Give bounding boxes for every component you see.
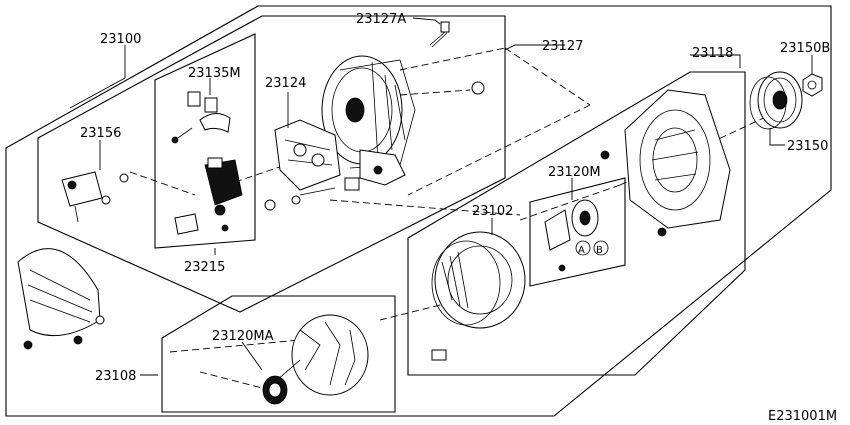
- leader-line: [69, 45, 126, 109]
- pulley-nut-drawing: [802, 73, 823, 97]
- rear-housing-drawing: [321, 55, 416, 186]
- axis-line: [129, 171, 196, 196]
- diagram-code: E231001M: [768, 409, 837, 424]
- label-23215: 23215: [184, 260, 225, 275]
- front-assembly-box: [407, 71, 746, 376]
- bearing-circle-a-label: A: [578, 245, 585, 256]
- label-23135m: 23135M: [188, 66, 241, 81]
- collar-drawing: [344, 177, 360, 191]
- regulator-box: [154, 33, 256, 249]
- axis-line: [199, 371, 271, 391]
- axis-line: [519, 184, 621, 221]
- label-23108: 23108: [95, 369, 136, 384]
- pulley-drawing: [749, 71, 803, 130]
- rotor-drawing: [262, 314, 369, 405]
- rear-housing-box: [37, 15, 506, 313]
- label-23150b: 23150B: [780, 41, 830, 56]
- label-23127a: 23127A: [356, 12, 406, 27]
- label-23150: 23150: [787, 139, 828, 154]
- label-23120m: 23120M: [548, 165, 601, 180]
- leader-line: [690, 54, 741, 68]
- label-23127: 23127: [542, 39, 583, 54]
- bearing-kit-drawing: [544, 199, 609, 272]
- washer-drawing: [291, 195, 301, 205]
- axis-line: [399, 47, 506, 71]
- bearing-circle-b-label: B: [596, 245, 603, 256]
- leader-line: [504, 44, 565, 51]
- label-23102: 23102: [472, 204, 513, 219]
- label-23120ma: 23120MA: [212, 329, 274, 344]
- label-23118: 23118: [692, 46, 733, 61]
- label-23156: 23156: [80, 126, 121, 141]
- front-cover-drawing: [600, 89, 731, 237]
- axis-line: [407, 104, 591, 196]
- rear-end-cover-drawing: [17, 248, 105, 350]
- label-23100: 23100: [100, 32, 141, 47]
- terminal-nut-drawing: [471, 81, 485, 95]
- stator-drawing: [431, 231, 526, 361]
- rotor-box: [161, 295, 396, 413]
- bearing-kit-box: [529, 177, 626, 287]
- assembly-frame: [5, 5, 832, 417]
- regulator-drawing: [174, 157, 243, 235]
- rear-cover-bolt-drawing: [429, 21, 450, 48]
- rectifier-drawing: [274, 119, 341, 196]
- washer-drawing: [264, 199, 276, 211]
- axis-line: [504, 47, 591, 106]
- axis-line: [329, 199, 521, 216]
- label-23124: 23124: [265, 76, 306, 91]
- leader-line: [241, 341, 263, 371]
- leader-line: [412, 17, 441, 25]
- leader-line: [769, 128, 785, 146]
- brush-holder-drawing: [171, 91, 231, 144]
- diode-drawing: [61, 171, 129, 223]
- axis-line: [399, 89, 471, 96]
